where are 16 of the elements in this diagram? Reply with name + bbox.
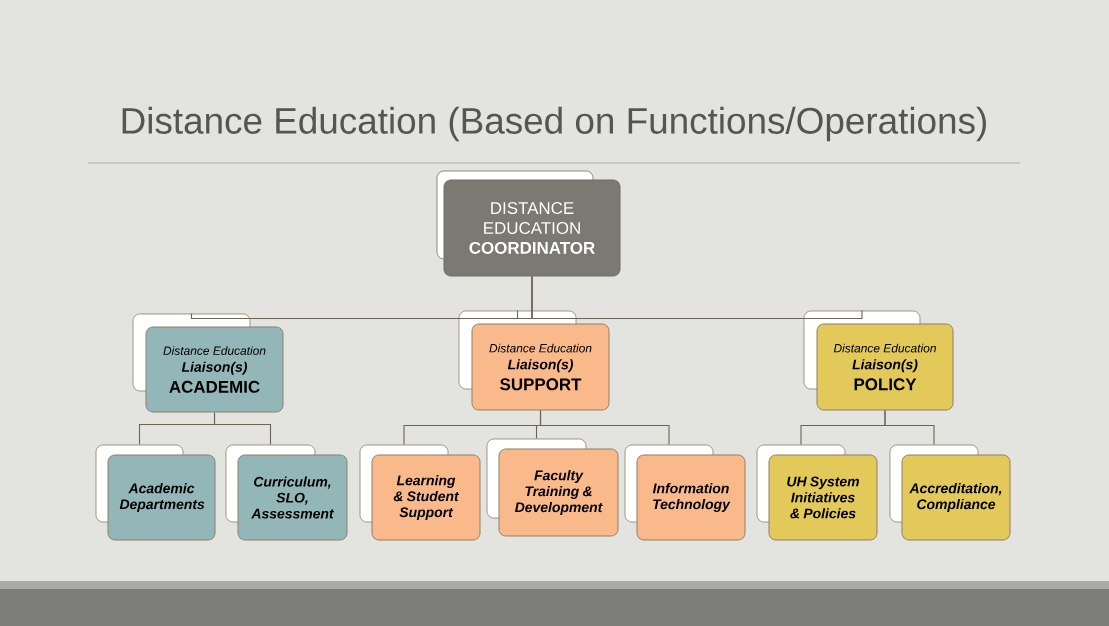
title: Distance Education (Based on Functions/Operations): [122, 106, 986, 142]
liaison-box: Distance Education Liaison(s) SUPPORT: [458, 310, 610, 411]
function-box: UH System Initiatives & Policies: [756, 444, 878, 541]
coordinator-box: DISTANCE EDUCATION COORDINATOR: [436, 170, 621, 277]
function-box: Faculty Training & Development: [486, 438, 619, 537]
function-box: Information Technology: [624, 444, 746, 541]
liaison-box: Distance Education Liaison(s) POLICY: [803, 310, 954, 411]
liaison-box: Distance Education Liaison(s) ACADEMIC: [132, 313, 284, 413]
function-box: Academic Departments: [95, 444, 216, 541]
connector-line: [539, 409, 670, 446]
function-box: Learning & Student Support: [359, 444, 481, 541]
connector-line: [884, 409, 935, 446]
function-box: Curriculum, SLO, Assessment: [225, 444, 348, 541]
function-box: Accreditation, Compliance: [889, 444, 1011, 541]
connector-line: [531, 275, 863, 320]
connector-line: [213, 411, 272, 446]
